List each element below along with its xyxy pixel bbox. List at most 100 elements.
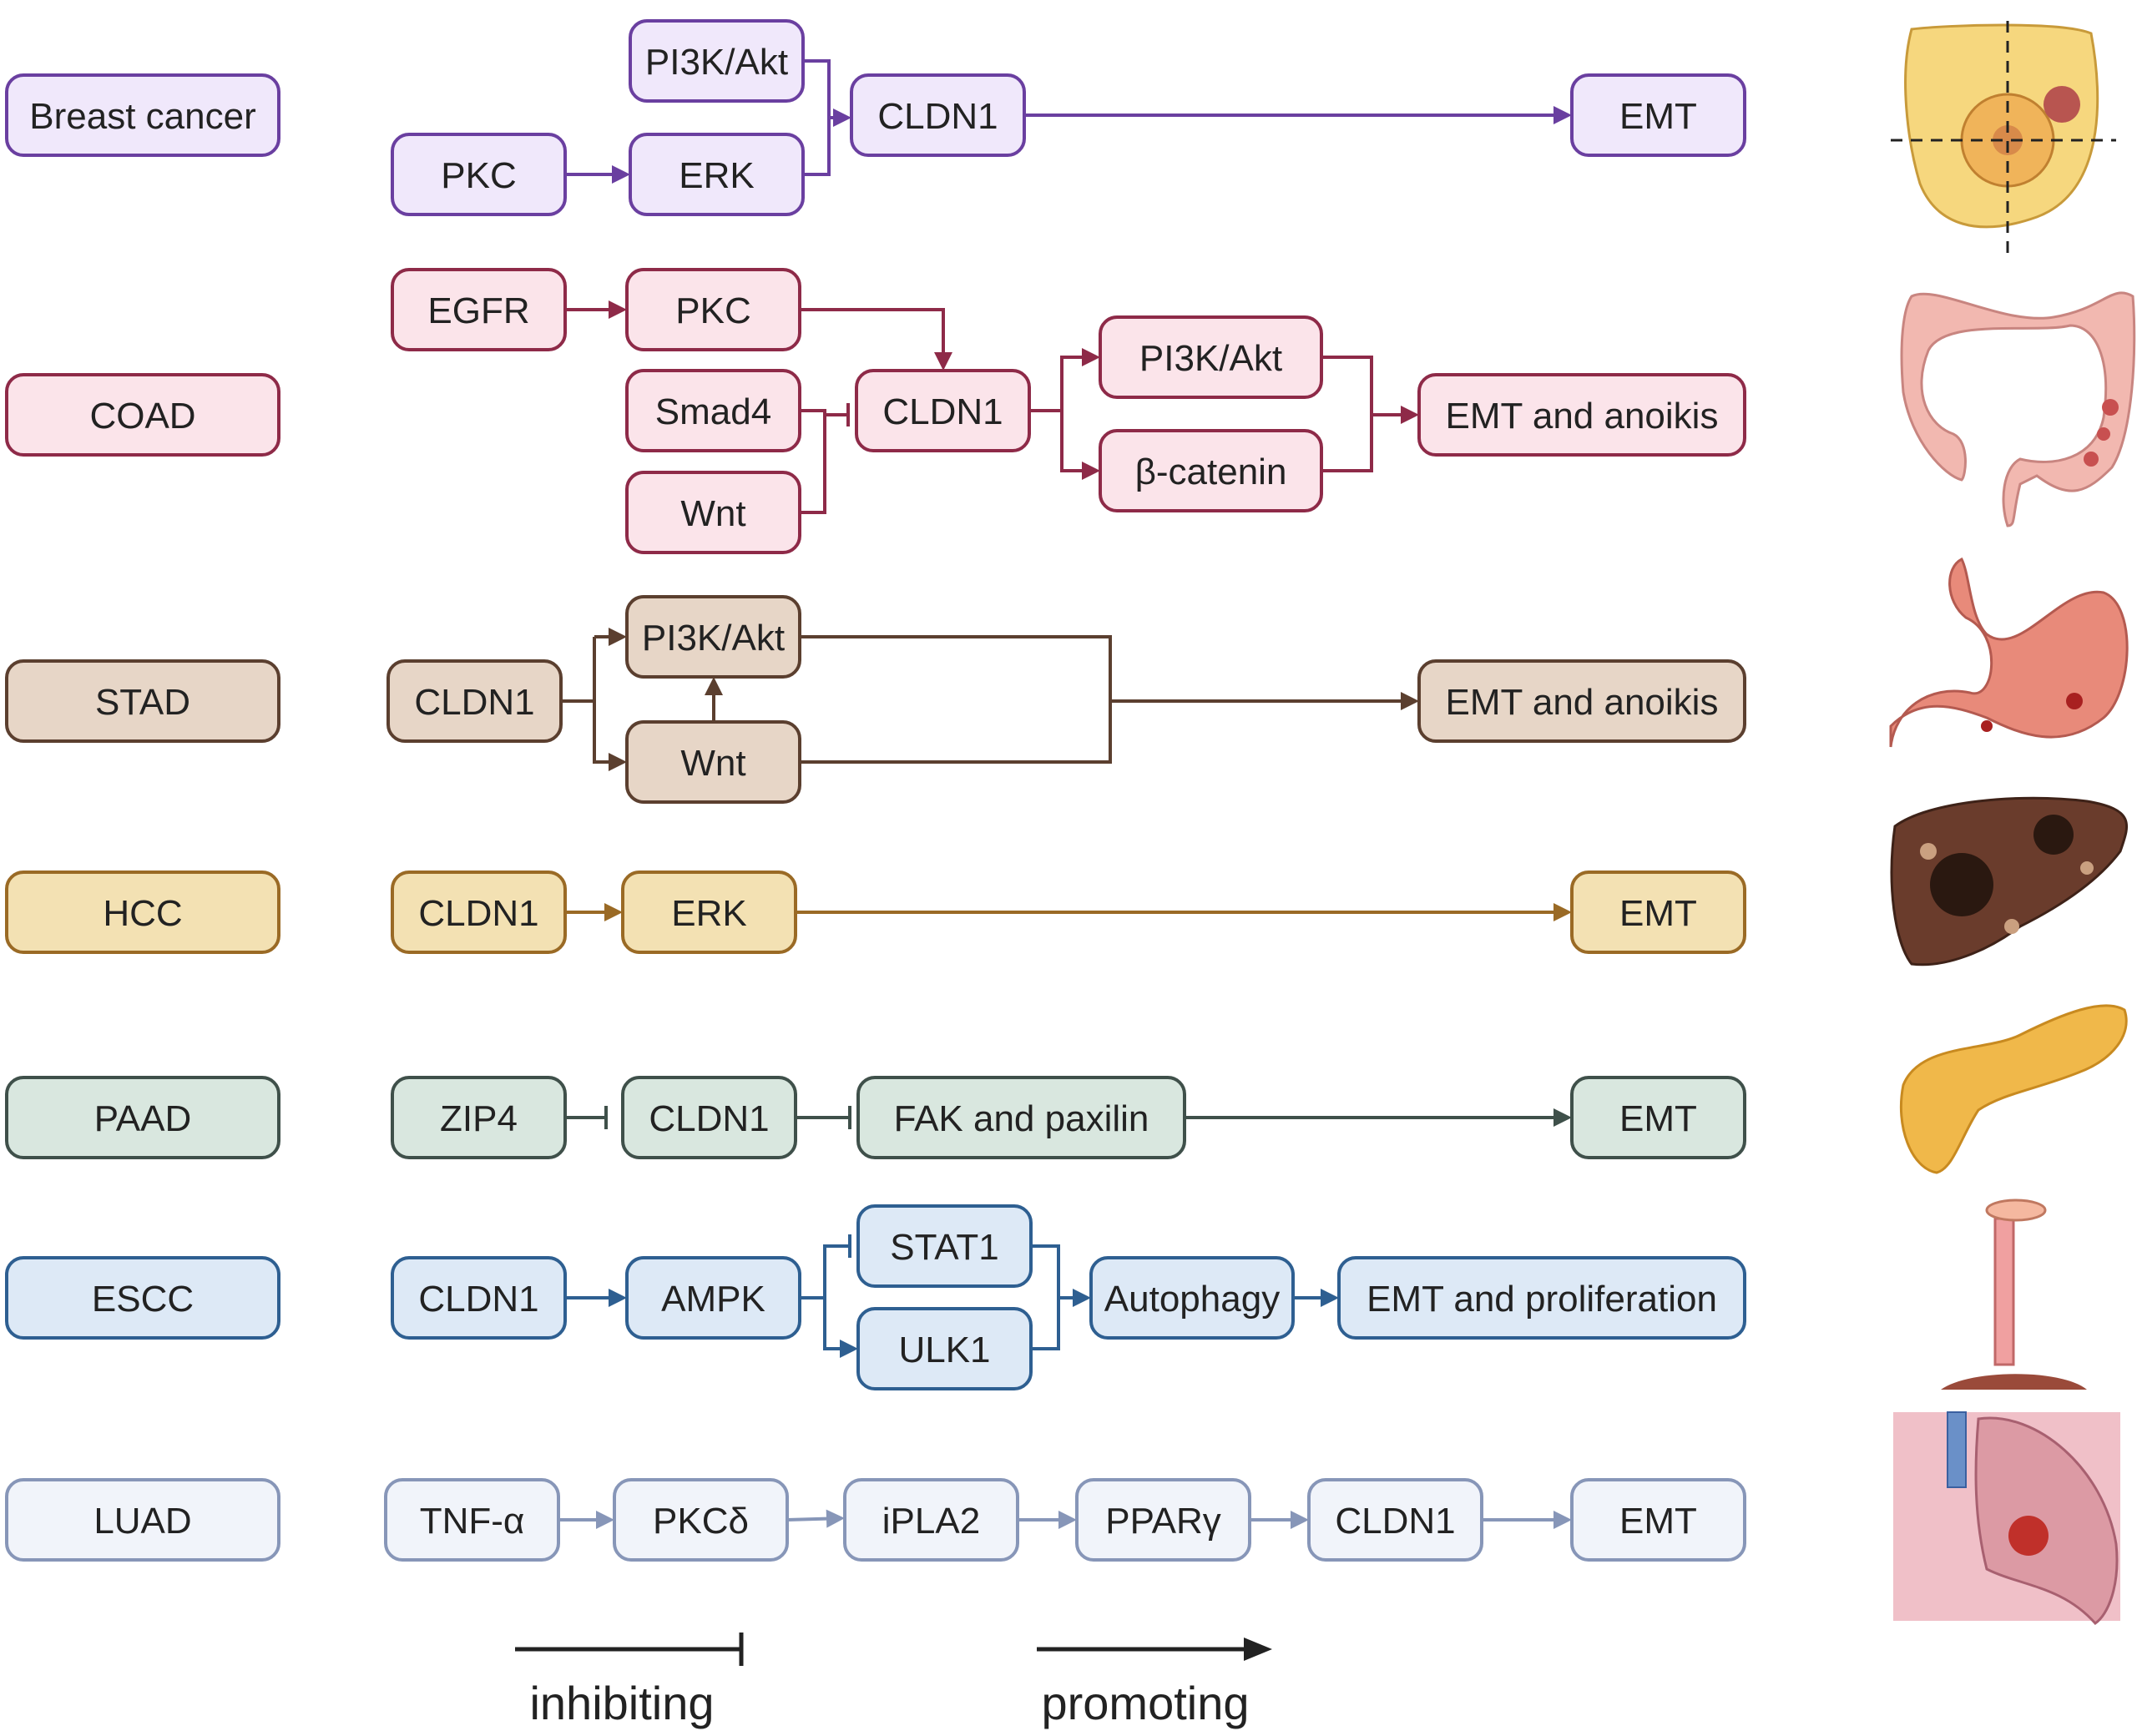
node-text: PKCδ xyxy=(653,1501,749,1542)
edge-layer xyxy=(558,59,1572,1529)
node-text: EMT and proliferation xyxy=(1367,1279,1717,1320)
cancer-type-text: HCC xyxy=(103,893,182,934)
cancer-type-text: ESCC xyxy=(92,1279,194,1320)
cancer-type-text: COAD xyxy=(89,396,195,437)
node-text: EMT xyxy=(1619,1501,1697,1542)
edge xyxy=(565,165,630,184)
node-text: CLDN1 xyxy=(649,1098,769,1139)
node-text: β-catenin xyxy=(1135,452,1287,492)
arrowhead xyxy=(596,1511,614,1529)
arrowhead xyxy=(612,165,630,184)
edge-line xyxy=(1060,411,1082,472)
edge xyxy=(800,308,952,371)
node-pkcd: PKCδ xyxy=(613,1478,789,1562)
edge xyxy=(565,300,627,319)
node-text: Wnt xyxy=(680,493,745,534)
node-text: EMT and anoikis xyxy=(1446,396,1719,437)
edge-line xyxy=(803,59,831,176)
edge xyxy=(796,903,1572,921)
node-emt: EMT xyxy=(1570,1478,1746,1562)
edge xyxy=(565,903,623,921)
edge xyxy=(1060,348,1100,411)
arrowhead xyxy=(1291,1511,1309,1529)
node-autophagy: Autophagy xyxy=(1089,1256,1295,1340)
node-fak: FAK and paxilin xyxy=(856,1076,1186,1159)
cancer-type-label: STAD xyxy=(5,659,280,743)
node-cldn1: CLDN1 xyxy=(855,369,1031,452)
arrowhead xyxy=(1082,462,1100,480)
arrowhead xyxy=(1058,1511,1077,1529)
cancer-type-label: Breast cancer xyxy=(5,73,280,157)
node-ulk1: ULK1 xyxy=(856,1307,1033,1390)
arrowhead xyxy=(1401,406,1419,424)
arrowhead xyxy=(1073,1289,1091,1307)
breast-illustration xyxy=(1891,21,2116,255)
edge xyxy=(1018,1511,1077,1529)
node-ampk: AMPK xyxy=(625,1256,801,1340)
node-cldn1: CLDN1 xyxy=(391,871,567,954)
node-ppar: PPARγ xyxy=(1075,1478,1251,1562)
node-text: ULK1 xyxy=(898,1330,990,1370)
node-text: AMPK xyxy=(661,1279,765,1320)
edge-line xyxy=(800,635,1112,764)
node-wnt: Wnt xyxy=(625,720,801,804)
node-pi3k: PI3K/Akt xyxy=(625,595,801,679)
node-text: CLDN1 xyxy=(418,1279,538,1320)
edge xyxy=(558,1511,614,1529)
cancer-type-label: LUAD xyxy=(5,1478,280,1562)
node-text: PPARγ xyxy=(1105,1501,1221,1542)
edge xyxy=(565,1106,608,1129)
node-pkc: PKC xyxy=(625,268,801,351)
arrowhead xyxy=(609,628,627,646)
cancer-type-box xyxy=(5,373,280,457)
node-text: PI3K/Akt xyxy=(1139,338,1282,379)
node-text: ZIP4 xyxy=(440,1098,518,1139)
node-zip4: ZIP4 xyxy=(391,1076,567,1159)
edge xyxy=(825,403,850,426)
arrowhead xyxy=(1082,348,1100,366)
edge-line xyxy=(823,1244,850,1298)
arrowhead xyxy=(840,1340,858,1358)
arrowhead xyxy=(705,677,723,695)
arrowhead xyxy=(609,300,627,319)
node-text: CLDN1 xyxy=(1335,1501,1455,1542)
node-text: CLDN1 xyxy=(414,682,534,723)
node-text: PI3K/Akt xyxy=(642,618,785,659)
edge xyxy=(593,701,627,771)
edge xyxy=(786,1509,845,1528)
edge xyxy=(1024,106,1572,124)
node-pi3k: PI3K/Akt xyxy=(629,19,805,103)
arrowhead xyxy=(1553,1108,1572,1127)
cancer-type-label: ESCC xyxy=(5,1256,280,1340)
node-text: CLDN1 xyxy=(882,391,1003,432)
node-text: PKC xyxy=(675,290,750,331)
node-ipla2: iPLA2 xyxy=(843,1478,1019,1562)
edge xyxy=(594,628,627,646)
node-text: Wnt xyxy=(680,743,745,784)
edge-line xyxy=(800,409,826,514)
arrowhead xyxy=(826,1509,845,1528)
edge xyxy=(1058,1289,1091,1307)
arrowhead xyxy=(609,1289,627,1307)
cancer-type-text: STAD xyxy=(95,682,190,723)
edge xyxy=(823,1298,858,1358)
cancer-type-label: COAD xyxy=(5,373,280,457)
cancer-type-box xyxy=(5,659,280,743)
node-erk: ERK xyxy=(621,871,797,954)
edge xyxy=(796,1106,851,1129)
node-smad4: Smad4 xyxy=(625,369,801,452)
cancer-type-box xyxy=(5,1076,280,1159)
edge-line xyxy=(1060,356,1082,411)
edge xyxy=(565,1289,627,1307)
node-text: EMT xyxy=(1619,96,1697,137)
edge-line xyxy=(1031,1244,1060,1350)
node-emt: EMT and proliferation xyxy=(1337,1256,1746,1340)
liver-illustration xyxy=(1890,796,2129,966)
arrowhead xyxy=(1553,106,1572,124)
cancer-type-text: Breast cancer xyxy=(29,96,255,137)
arrowhead xyxy=(609,753,627,771)
